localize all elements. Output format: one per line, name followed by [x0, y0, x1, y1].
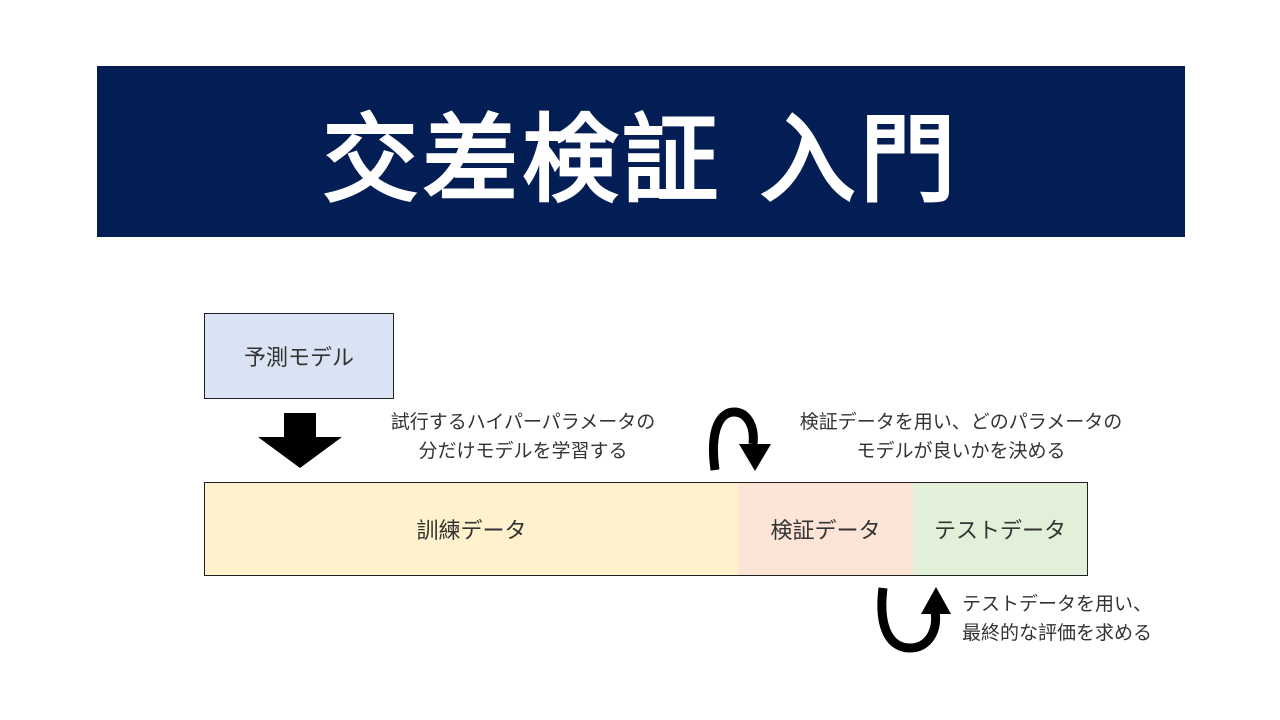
validation-note-line1: 検証データを用い、どのパラメータの	[799, 411, 1123, 433]
validation-data-box: 検証データ	[738, 482, 914, 576]
test-note-line1: テストデータを用い、	[962, 593, 1153, 615]
down-arrow-icon	[258, 413, 342, 468]
test-data-box: テストデータ	[913, 482, 1088, 576]
title-banner: 交差検証 入門	[97, 66, 1185, 237]
model-box: 予測モデル	[204, 313, 394, 399]
page-title: 交差検証 入門	[322, 104, 960, 216]
test-note: テストデータを用い、 最終的な評価を求める	[962, 590, 1192, 648]
train-note: 試行するハイパーパラメータの 分だけモデルを学習する	[358, 408, 688, 466]
train-note-line1: 試行するハイパーパラメータの	[390, 411, 656, 433]
validation-note: 検証データを用い、どのパラメータの モデルが良いかを決める	[768, 408, 1154, 466]
validation-curved-arrow-icon	[709, 407, 771, 471]
train-note-line2: 分だけモデルを学習する	[418, 440, 628, 462]
validation-note-line2: モデルが良いかを決める	[856, 440, 1066, 462]
test-note-line2: 最終的な評価を求める	[962, 622, 1153, 644]
test-curved-arrow-icon	[877, 587, 951, 653]
training-data-box: 訓練データ	[204, 482, 739, 576]
